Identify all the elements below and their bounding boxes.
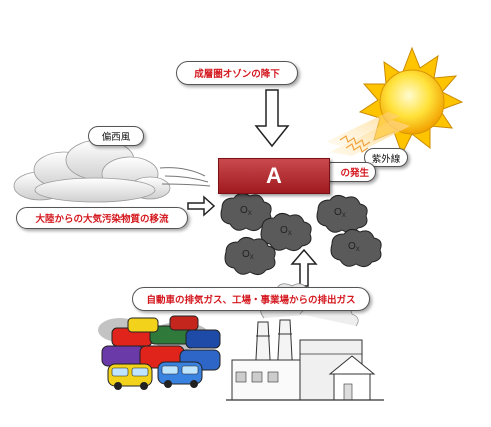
center-box-a: A: [218, 158, 330, 194]
pollutant-subscript: X: [356, 247, 360, 253]
svg-text:OX: OX: [240, 205, 252, 217]
pollutant-symbol: O: [334, 207, 342, 218]
westerly-wind-label: 偏西風: [88, 126, 144, 146]
continental-transport-label: 大陸からの大気汚染物質の移流: [16, 207, 188, 229]
pollutant-symbol: O: [280, 225, 288, 236]
arrow-right-icon: [187, 195, 216, 217]
smog-cloud-5: OX: [330, 228, 382, 268]
generation-label: の発生: [322, 162, 376, 182]
cars-icon: [98, 315, 221, 390]
smog-cloud-2: OX: [260, 212, 312, 252]
smog-cloud-1: OX: [220, 192, 272, 232]
wind-lines: [159, 167, 211, 187]
svg-text:OX: OX: [348, 241, 360, 253]
pollutant-subscript: X: [250, 255, 254, 261]
pollutant-symbol: O: [348, 241, 356, 252]
smog-cloud-3: OX: [316, 194, 368, 234]
pollutant-subscript: X: [288, 231, 292, 237]
svg-text:OX: OX: [242, 249, 254, 261]
factory-icon: [226, 283, 384, 401]
smog-cloud-4: OX: [224, 236, 276, 276]
svg-text:OX: OX: [334, 207, 346, 219]
ozone-decline-label: 成層圏オゾンの降下: [176, 61, 298, 85]
uv-rays-icon: [326, 112, 410, 156]
emissions-label: 自動車の排気ガス、工場・事業場からの排出ガス: [132, 287, 370, 311]
pollutant-symbol: O: [240, 205, 248, 216]
pollutant-subscript: X: [342, 213, 346, 219]
ultraviolet-label: 紫外線: [364, 148, 408, 167]
svg-text:OX: OX: [280, 225, 292, 237]
cloud-icon: [13, 139, 171, 203]
pollutant-subscript: X: [248, 211, 252, 217]
arrow-up-icon: [290, 248, 318, 287]
arrow-down-icon: [254, 89, 290, 148]
pollutant-symbol: O: [242, 249, 250, 260]
